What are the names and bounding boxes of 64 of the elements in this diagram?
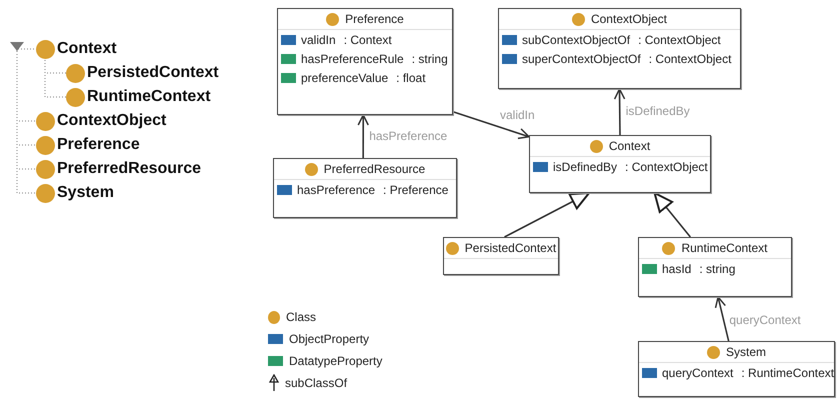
legend-label: ObjectProperty: [289, 332, 370, 346]
class-box: [638, 237, 792, 297]
tree-item: [36, 158, 202, 180]
property-type: : ContextObject: [638, 32, 721, 46]
class-name: System: [726, 345, 766, 359]
property-type: : string: [412, 52, 448, 66]
class-name: PersistedContext: [464, 241, 556, 255]
tree-line: [16, 48, 36, 52]
tree-item: [66, 86, 211, 108]
class-name: PreferredResource: [324, 162, 426, 176]
tree-item-label: RuntimeContext: [87, 88, 211, 106]
tree-item-label: PreferredResource: [57, 160, 202, 178]
property-arrow: [452, 111, 530, 140]
class-box: [529, 135, 711, 193]
subclass-arrow: [654, 192, 691, 238]
legend-label: subClassOf: [285, 376, 348, 390]
tree-item: [36, 182, 114, 204]
tree-line: [16, 50, 36, 194]
tree-item-label: ContextObject: [57, 112, 166, 130]
tree-item-label: PersistedContext: [87, 64, 219, 82]
tree-item-label: Context: [57, 40, 117, 58]
tree-item: [36, 134, 140, 156]
class-box: [498, 8, 741, 89]
property-type: : float: [396, 70, 426, 84]
property-type: : ContextObject: [625, 160, 708, 174]
property-name: hasId: [662, 262, 692, 276]
tree-item: [36, 110, 166, 132]
property-type: : Context: [344, 32, 392, 46]
property-type: : RuntimeContext: [741, 366, 834, 380]
property-name: validIn: [301, 32, 336, 46]
property-name: isDefinedBy: [553, 160, 618, 174]
property-arrow: [614, 88, 626, 135]
legend-label: Class: [286, 310, 316, 324]
property-type: : string: [699, 262, 736, 276]
class-name: ContextObject: [590, 12, 668, 26]
tree-item-label: System: [57, 184, 114, 202]
tree-item-label: Preference: [57, 136, 140, 154]
class-box: [273, 158, 457, 218]
property-arrow: [357, 114, 369, 158]
edge-label: hasPreference: [368, 128, 448, 142]
tree-item: [66, 62, 219, 84]
class-box: [277, 8, 453, 115]
property-type: : ContextObject: [648, 52, 732, 66]
class-box: [443, 237, 559, 275]
class-name: RuntimeContext: [681, 241, 768, 255]
property-name: subContextObjectOf: [522, 32, 630, 46]
edge-label: isDefinedBy: [624, 104, 691, 118]
legend-label: DatatypeProperty: [289, 354, 382, 368]
property-name: hasPreferenceRule: [301, 52, 404, 66]
tree-expand-icon: [10, 42, 24, 51]
class-name: Preference: [345, 12, 404, 26]
edge-label: validIn: [499, 108, 536, 122]
class-name: Context: [608, 139, 650, 153]
tree-item: [36, 38, 117, 60]
property-name: queryContext: [662, 366, 734, 380]
property-arrow: [714, 296, 730, 342]
property-type: : Preference: [383, 182, 448, 196]
property-name: superContextObjectOf: [522, 52, 641, 66]
subclass-arrow: [504, 192, 590, 238]
edge-label: queryContext: [728, 313, 802, 327]
tree-line: [44, 60, 66, 98]
property-name: hasPreference: [297, 182, 376, 196]
property-name: preferenceValue: [301, 70, 388, 84]
class-box: [638, 341, 835, 397]
